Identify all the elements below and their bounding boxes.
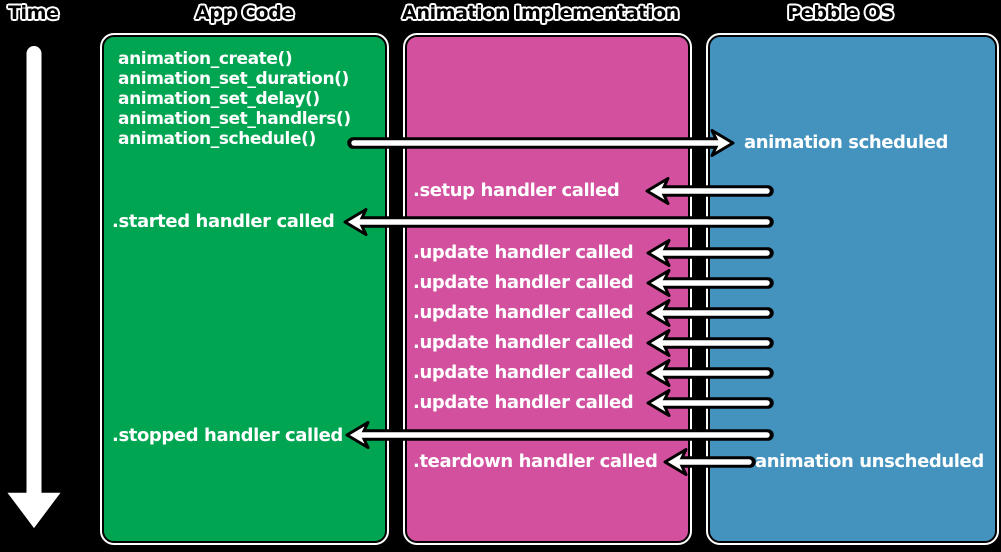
code-line-animation-create: animation_create() xyxy=(118,49,293,69)
animation-unscheduled-label: animation unscheduled xyxy=(755,451,984,472)
update-handler-label-4: .update handler called xyxy=(413,332,634,353)
animation-implementation-column-title: Animation Implementation xyxy=(402,2,679,24)
update-handler-label-6: .update handler called xyxy=(413,392,634,413)
app-code-box xyxy=(100,33,389,545)
stopped-handler-label: .stopped handler called xyxy=(112,425,343,446)
time-column-title: Time xyxy=(8,2,59,24)
app-code-column-title: App Code xyxy=(195,2,294,24)
setup-handler-label: .setup handler called xyxy=(413,180,620,201)
api-call-list: animation_create() animation_set_duratio… xyxy=(118,49,351,149)
update-handler-label-1: .update handler called xyxy=(413,242,634,263)
animation-scheduled-label: animation scheduled xyxy=(744,132,949,153)
code-line-animation-schedule: animation_schedule() xyxy=(118,129,316,149)
code-line-animation-set-duration: animation_set_duration() xyxy=(118,69,349,89)
teardown-handler-label: .teardown handler called xyxy=(413,451,658,472)
pebble-os-box xyxy=(706,33,999,545)
pebble-os-column-title: Pebble OS xyxy=(787,2,894,24)
update-handler-label-5: .update handler called xyxy=(413,362,634,383)
code-line-animation-set-delay: animation_set_delay() xyxy=(118,89,320,109)
update-handler-label-2: .update handler called xyxy=(413,272,634,293)
code-line-animation-set-handlers: animation_set_handlers() xyxy=(118,109,351,129)
time-arrow-head xyxy=(2,489,66,533)
animation-implementation-box xyxy=(403,33,692,545)
update-handler-label-3: .update handler called xyxy=(413,302,634,323)
started-handler-label: .started handler called xyxy=(112,211,335,232)
